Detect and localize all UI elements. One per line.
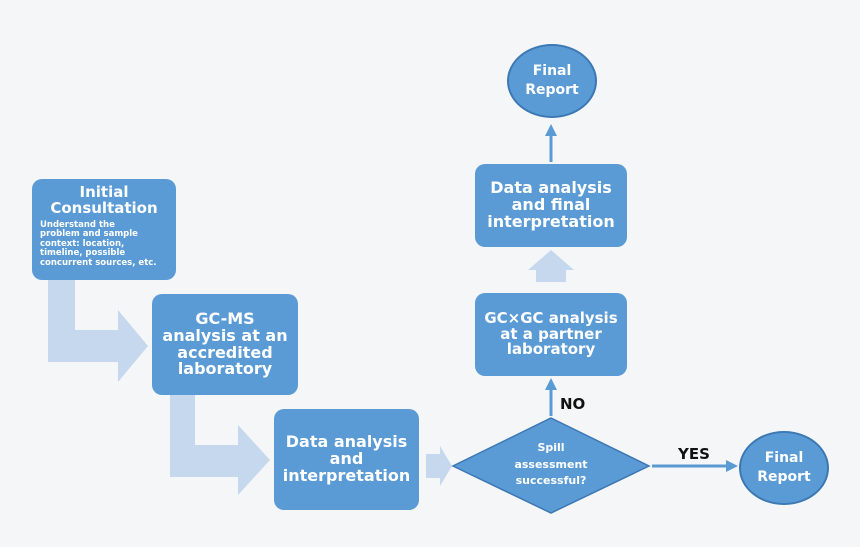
- data-final-box: Data analysis and final interpretation: [475, 164, 627, 247]
- no-arrow-head: [545, 378, 557, 390]
- yes-label: YES: [678, 445, 710, 463]
- gcms-box: GC-MS analysis at an accredited laborato…: [152, 294, 298, 395]
- data-analysis-line: interpretation: [282, 465, 411, 485]
- decision-line: assessment: [514, 457, 588, 471]
- initial-consultation-box: Initial Consultation Understand the prob…: [32, 179, 176, 280]
- final-report-line: Report: [757, 469, 811, 485]
- no-label: NO: [560, 395, 586, 413]
- gcxgc-line: laboratory: [506, 340, 596, 359]
- data-analysis-box: Data analysis and interpretation: [274, 409, 419, 510]
- gcxgc-line: at a partner: [500, 324, 602, 343]
- final-report-line: Report: [525, 82, 579, 98]
- up-arrow-gcxgc-to-final: [528, 250, 574, 282]
- gcms-line: GC-MS: [195, 308, 255, 328]
- data-analysis-line: and: [329, 449, 364, 469]
- initial-title-line1: Initial: [79, 183, 129, 201]
- decision-line: Spill: [537, 441, 565, 454]
- final-report-top: Final Report: [507, 44, 597, 118]
- final-report-line: Final: [764, 450, 804, 467]
- bent-arrow-gcms-to-data: [170, 395, 270, 495]
- initial-description: Understand the problem and sample contex…: [32, 219, 157, 269]
- top-arrow-head: [545, 124, 557, 136]
- initial-desc-line: concurrent sources, etc.: [40, 257, 157, 268]
- initial-desc-line: problem and sample: [40, 229, 138, 240]
- decision-diamond: [451, 417, 651, 514]
- gcms-line: laboratory: [177, 359, 273, 379]
- data-analysis-line: Data analysis: [285, 432, 408, 452]
- final-report-line: Final: [532, 63, 572, 80]
- yes-arrow-head: [726, 460, 738, 472]
- initial-desc-line: timeline, possible: [40, 248, 126, 259]
- initial-desc-line: context: location,: [40, 238, 125, 249]
- gcxgc-line: GC×GC analysis: [484, 308, 618, 327]
- decision-line: successful?: [515, 474, 587, 487]
- gcms-line: analysis at an: [162, 325, 288, 345]
- initial-title-line2: Consultation: [50, 198, 158, 217]
- data-final-line: and final: [511, 195, 591, 215]
- data-final-line: interpretation: [487, 211, 615, 231]
- initial-desc-line: Understand the: [40, 219, 115, 230]
- small-arrow-data-to-decision: [426, 446, 452, 486]
- gcms-line: accredited: [177, 342, 273, 362]
- gcxgc-box: GC×GC analysis at a partner laboratory: [475, 293, 627, 376]
- data-final-line: Data analysis: [490, 178, 612, 198]
- final-report-right: Final Report: [739, 431, 829, 505]
- bent-arrow-initial-to-gcms: [48, 270, 148, 382]
- decision-text: Spill assessment successful?: [491, 440, 611, 490]
